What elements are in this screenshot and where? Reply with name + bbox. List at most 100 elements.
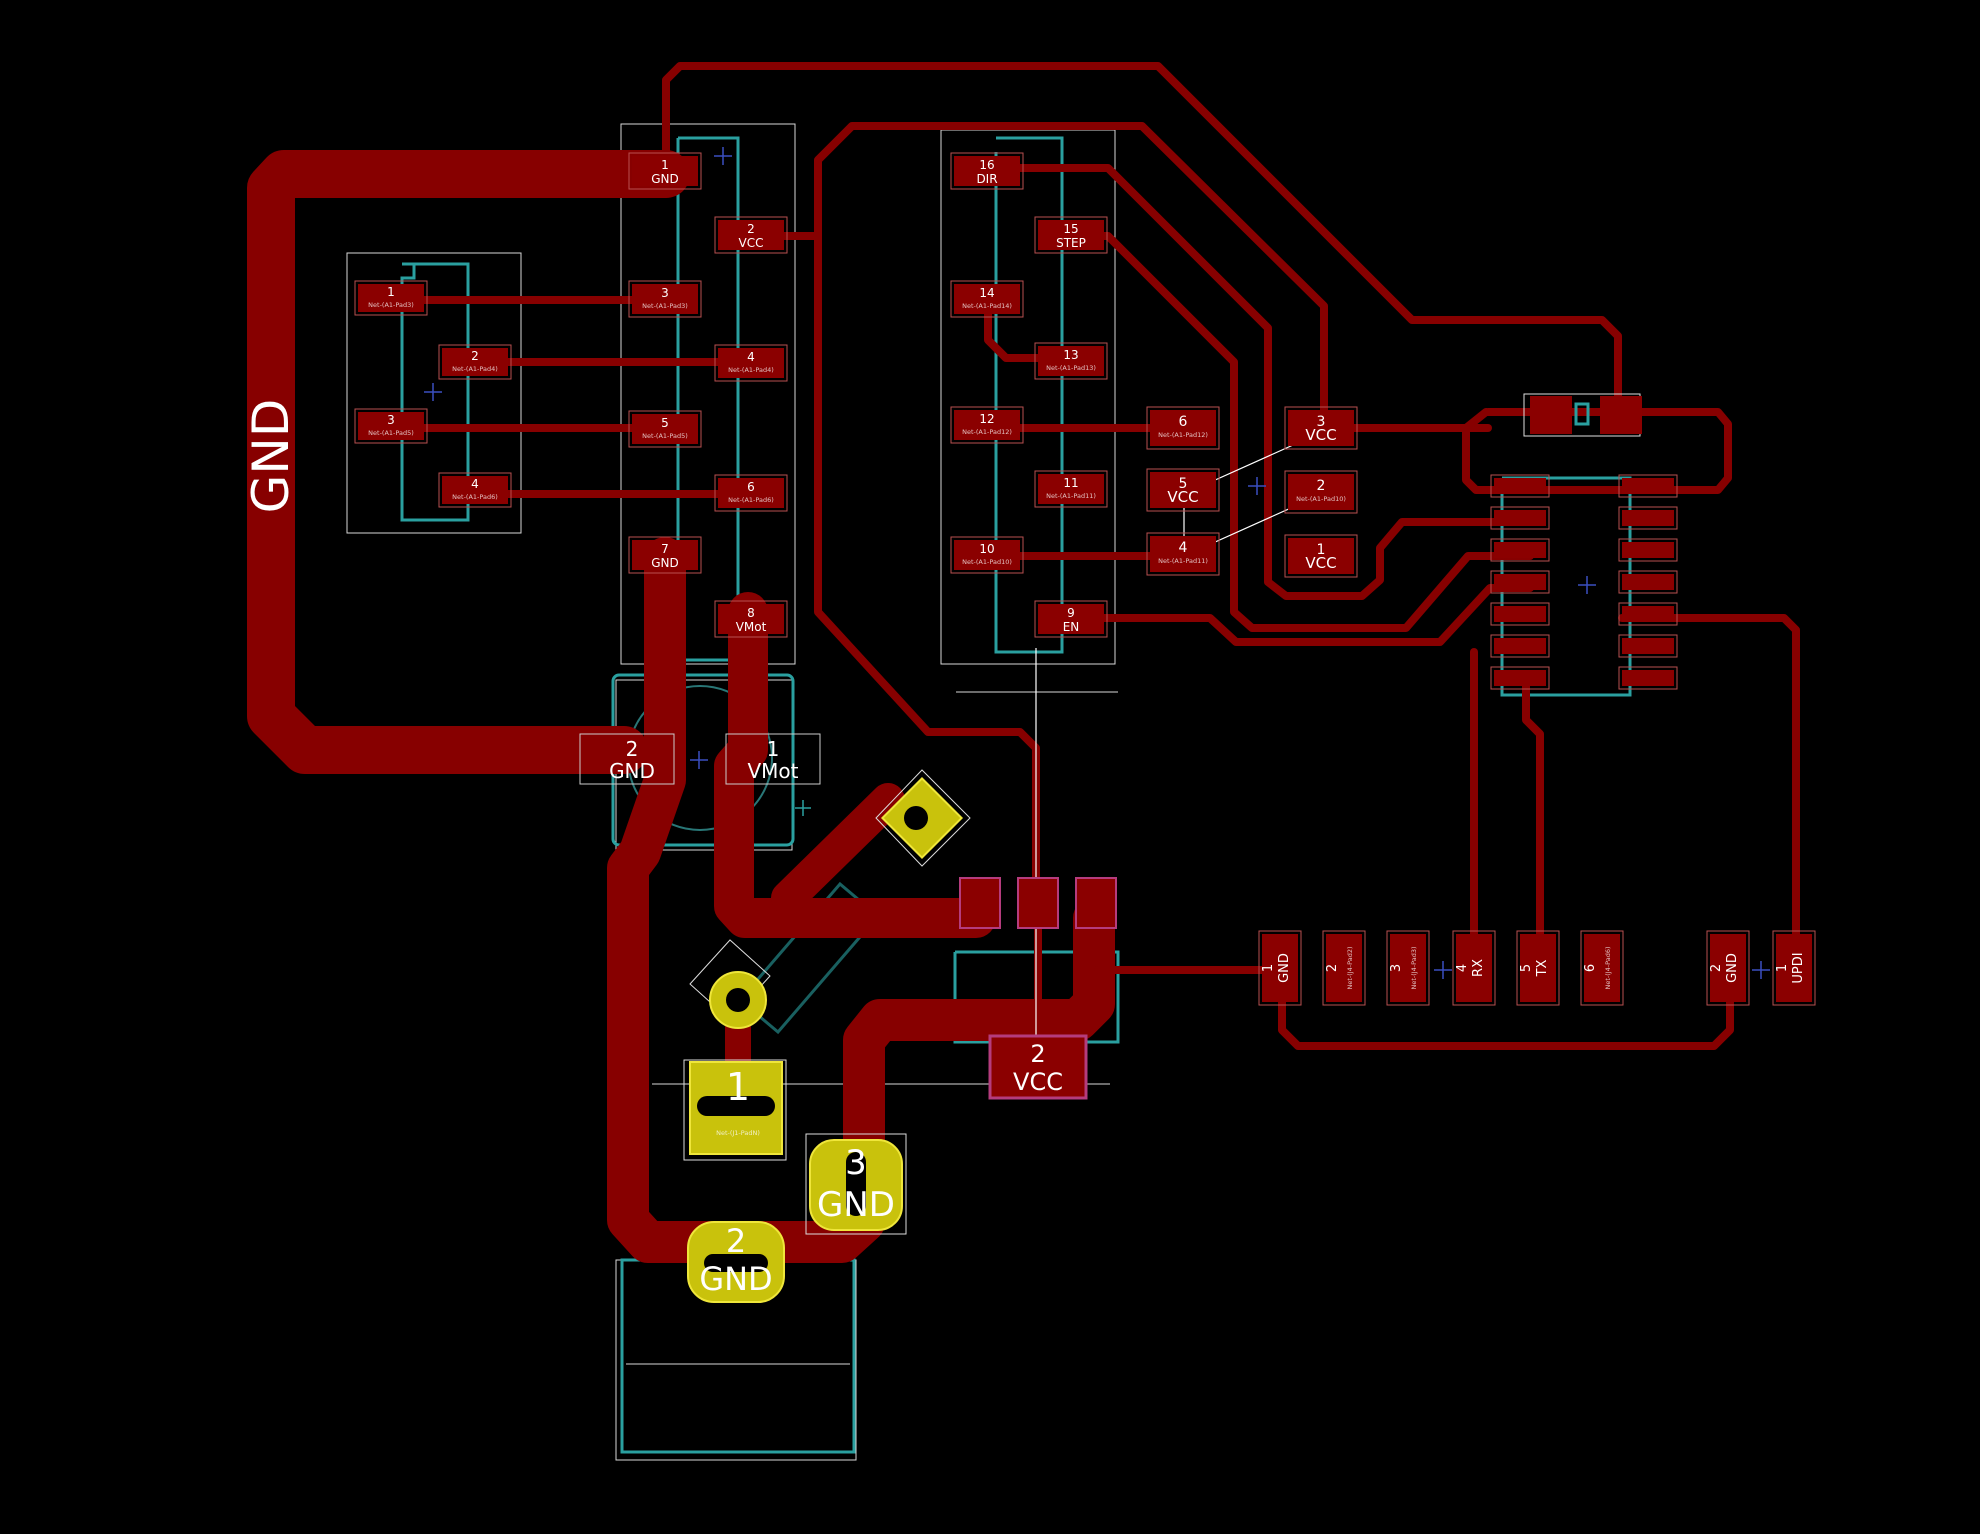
serial-pad-4-number: 5 [1519, 964, 1534, 972]
driver-left-pad-3-number: 7 [661, 542, 669, 556]
serial-pad-3-net: RX [1471, 959, 1486, 977]
mcu-right-pad-2-number: 11 [1063, 476, 1078, 490]
mcu-left-pad-0-number: 16 [979, 158, 994, 172]
diode-through-holes [689, 769, 971, 1029]
soic-pad [1490, 602, 1550, 626]
jumper-pad-2-number: 4 [1179, 540, 1188, 556]
motor-pad-2-net: Net-(A1-Pad5) [368, 429, 414, 437]
power-pin-2-net: GND [609, 759, 655, 783]
mcu-right-pad-1-number: 13 [1063, 348, 1078, 362]
mcu-right-pad-0-number: 15 [1063, 222, 1078, 236]
vcc-header-pad-0-number: 3 [1317, 414, 1326, 430]
barrel-pad-3-net: GND [817, 1185, 895, 1225]
driver-left-pad-3-net: GND [651, 556, 679, 570]
barrel-jack: 1 Net-(J1-PadN) 2 GND 3 GND [683, 1059, 907, 1303]
updi-pad-1-number: 1 [1775, 964, 1790, 972]
vcc-header-pad-1-net: Net-(A1-Pad10) [1296, 495, 1346, 503]
serial-pad-4-net: TX [1535, 959, 1550, 977]
mcu-left-pad-1-number: 14 [979, 286, 994, 300]
mcu-left-pad-1-net: Net-(A1-Pad14) [962, 302, 1012, 310]
updi-pad-0-net: GND [1725, 953, 1740, 983]
soic-pad [1490, 570, 1550, 594]
soic-pad [1618, 506, 1678, 530]
driver-left-pad-1-number: 3 [661, 286, 669, 300]
serial-pad-5-net: Net-(J4-Pad6) [1604, 946, 1612, 989]
soic-pad [1490, 474, 1550, 498]
soic-pad [1490, 538, 1550, 562]
motor-pad-1-number: 2 [471, 349, 479, 363]
mcu-left-pads: 16DIR14Net-(A1-Pad14)12Net-(A1-Pad12)10N… [950, 152, 1024, 574]
updi-pad-0-number: 2 [1709, 964, 1724, 972]
serial-pad-3-number: 4 [1455, 964, 1470, 972]
mcu-right-pad-2-net: Net-(A1-Pad11) [1046, 492, 1096, 500]
mcu-right-pad-1-net: Net-(A1-Pad13) [1046, 364, 1096, 372]
driver-left-pad-0-net: GND [651, 172, 679, 186]
regulator-tab-number: 2 [1030, 1040, 1045, 1068]
driver-right-pad-2-net: Net-(A1-Pad6) [728, 496, 774, 504]
power-pin-1-number: 1 [767, 737, 780, 761]
mcu-left-pad-3-number: 10 [979, 542, 994, 556]
serial-pad-5-number: 6 [1583, 964, 1598, 972]
motor-pad-2-number: 3 [387, 413, 395, 427]
barrel-pad-1-number: 1 [726, 1065, 750, 1109]
serial-pad-0-number: 1 [1261, 964, 1276, 972]
driver-right-pad-3-net: VMot [736, 620, 767, 634]
driver-right-pad-1-net: Net-(A1-Pad4) [728, 366, 774, 374]
mcu-right-pad-3-number: 9 [1067, 606, 1075, 620]
mcu-socket: 16DIR14Net-(A1-Pad14)12Net-(A1-Pad12)10N… [950, 152, 1108, 638]
motor-pad-3-number: 4 [471, 477, 479, 491]
vcc-header-pad-0-net: VCC [1305, 426, 1336, 444]
power-pin-1-net: VMot [747, 759, 798, 783]
jumper-pad-1-number: 5 [1179, 476, 1188, 492]
driver-right-pad-2-number: 6 [747, 480, 755, 494]
soic-pad [1618, 666, 1678, 690]
driver-right-pad-0-number: 2 [747, 222, 755, 236]
barrel-pad-1-net: Net-(J1-PadN) [716, 1129, 760, 1137]
smd-capacitor [1523, 393, 1642, 437]
serial-pad-2-net: Net-(J4-Pad3) [1410, 946, 1418, 989]
origin-markers [424, 147, 1770, 979]
driver-left-pad-2-net: Net-(A1-Pad5) [642, 432, 688, 440]
soic-pad [1490, 666, 1550, 690]
barrel-pad-2-net: GND [699, 1260, 772, 1298]
serial-pad-5: 6 Net-(J4-Pad6) [1580, 930, 1624, 1006]
soic-pad [1490, 506, 1550, 530]
jumper-pad-1-net: VCC [1167, 488, 1198, 506]
voltage-regulator: 2 VCC [959, 877, 1117, 1100]
regulator-tab-net: VCC [1013, 1068, 1063, 1096]
mcu-left-pad-3-net: Net-(A1-Pad10) [962, 558, 1012, 566]
soic-pad [1618, 570, 1678, 594]
driver-right-pad-0-net: VCC [739, 236, 764, 250]
jumper-pad-0-number: 6 [1179, 414, 1188, 430]
motor-pad-0-net: Net-(A1-Pad3) [368, 301, 414, 309]
driver-right-pad-1-number: 4 [747, 350, 755, 364]
driver-left-pad-0-number: 1 [661, 158, 669, 172]
serial-pad-1-net: Net-(J4-Pad2) [1346, 946, 1354, 989]
mcu-right-pads: 15STEP13Net-(A1-Pad13)11Net-(A1-Pad11)9E… [1034, 216, 1108, 638]
